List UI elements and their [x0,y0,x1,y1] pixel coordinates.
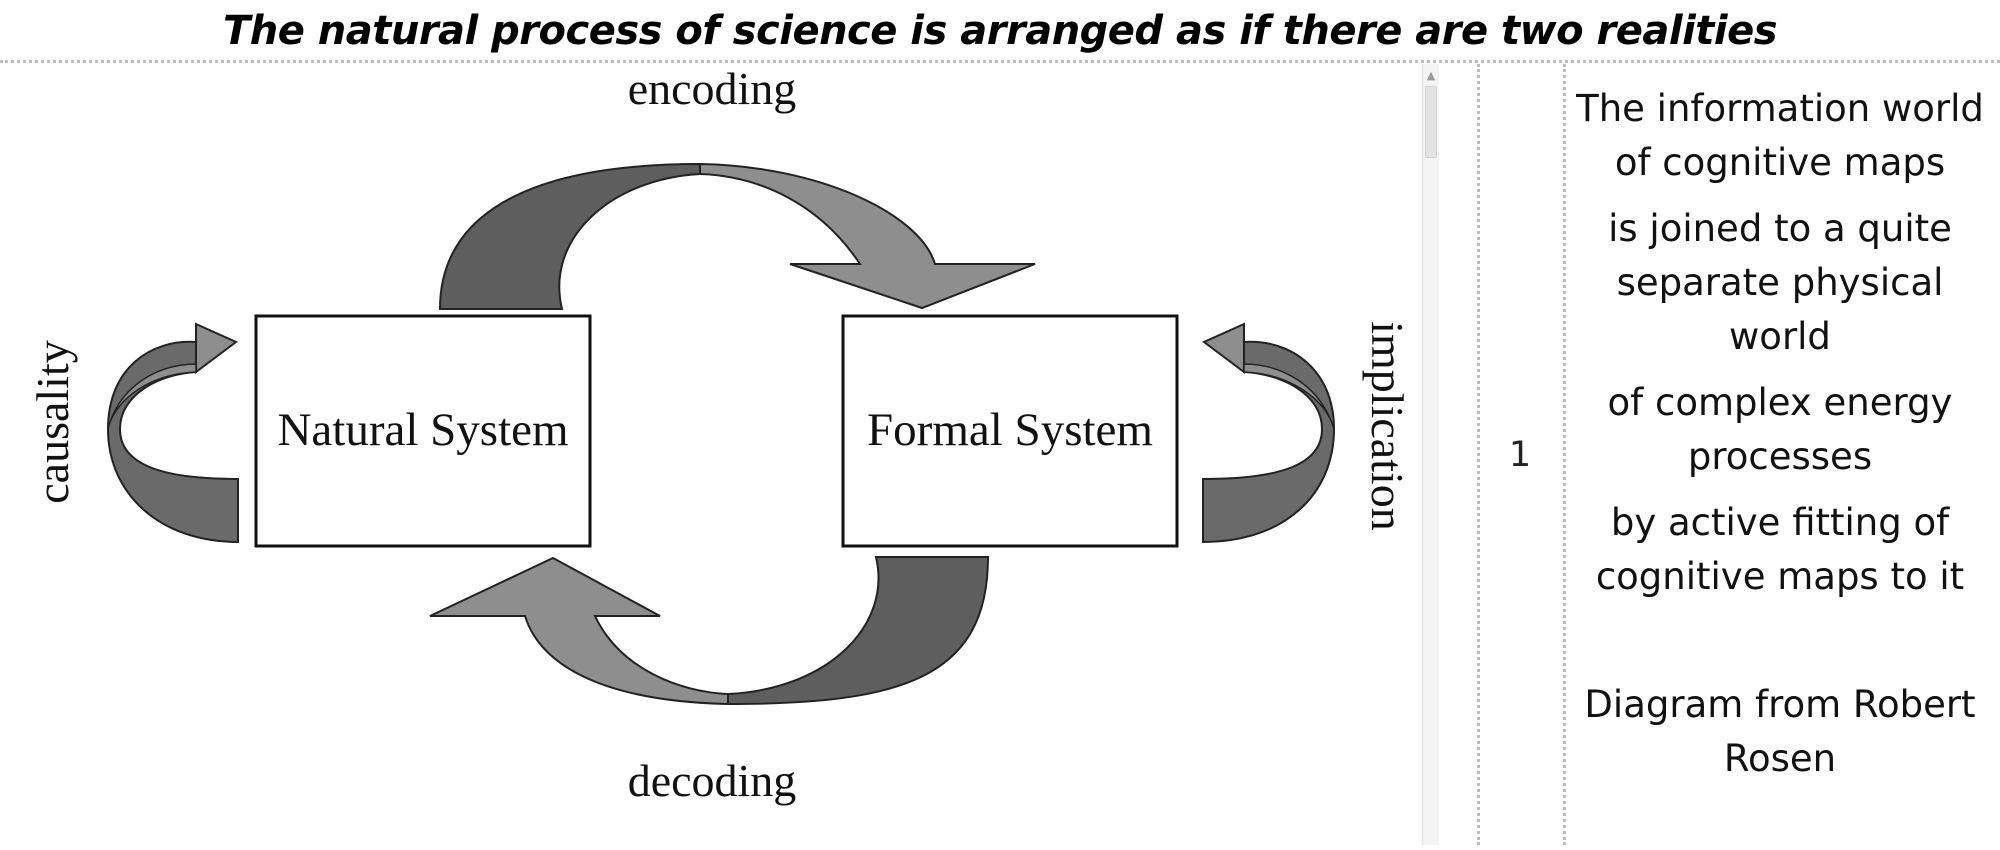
column-divider-1 [1477,64,1480,845]
notes-column: The information world of cognitive maps … [1570,82,1990,798]
note-text: The information world of cognitive maps [1576,87,1984,184]
causality-arrow-body [106,340,239,544]
column-divider-2 [1563,64,1566,845]
diagram-credit: Diagram from Robert Rosen [1584,683,1976,780]
formal-system-box [841,314,1179,548]
encoding-arrow-head [699,162,1036,310]
diagram-canvas: Natural System Formal System encoding de… [27,63,1413,806]
implication-arrow [1202,322,1336,544]
natural-system-label: Natural System [277,404,568,456]
formal-system-label: Formal System [867,404,1153,456]
note-text: by active fitting of cognitive maps to i… [1595,501,1965,598]
notes-spacer [1570,616,1990,678]
encoding-arrow-tail [438,162,701,310]
note-text: is joined to a quite separate physical w… [1608,207,1952,358]
decoding-label: decoding [628,755,797,806]
causality-arrow-shade [107,363,197,430]
encoding-arrow [438,162,1036,310]
implication-arrow-body [1202,340,1336,544]
causality-arrow-head [195,322,238,374]
decoding-arrow-tail [727,556,990,706]
note-text: of complex energy processes [1607,381,1953,478]
encoding-label: encoding [628,64,797,114]
title-divider [0,60,2000,63]
row-number: 1 [1508,435,1532,475]
vertical-scrollbar[interactable]: ▲ [1422,64,1439,845]
implication-label: implication [1362,321,1413,531]
decoding-arrow [429,556,990,706]
scroll-up-icon[interactable]: ▲ [1426,69,1436,82]
scrollbar-thumb[interactable] [1425,86,1437,158]
implication-arrow-head [1202,322,1245,374]
natural-system-box [254,314,592,548]
slide-title: The natural process of science is arrang… [222,8,1778,54]
implication-arrow-shade [1243,363,1335,430]
rosen-diagram: Natural System Formal System encoding de… [0,63,1425,845]
causality-label: causality [27,340,78,504]
causality-arrow [106,322,239,544]
decoding-arrow-head [429,556,729,706]
